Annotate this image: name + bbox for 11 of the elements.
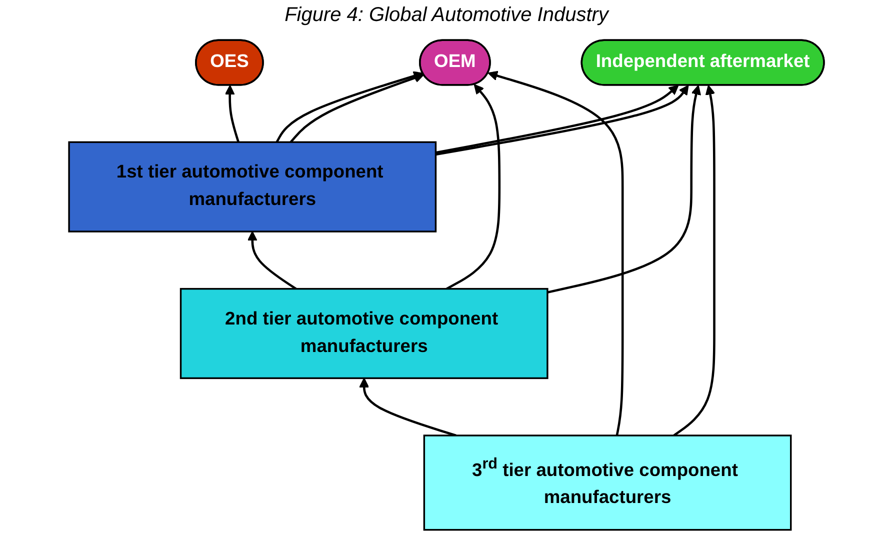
figure-title: Figure 4: Global Automotive Industry: [284, 4, 608, 27]
arrow: [673, 84, 716, 436]
arrow: [359, 378, 456, 437]
arrow: [547, 84, 702, 294]
arrow: [224, 84, 240, 142]
node-box: 1st tier automotive component manufacturers: [68, 141, 437, 232]
arrow: [446, 84, 501, 290]
node-box: 3$^{rd}$ tier automotive component manufacturers: [423, 434, 792, 531]
node-box: 2nd tier automotive component manufacturers: [180, 288, 548, 380]
arrow: [488, 70, 624, 436]
arrow: [247, 231, 297, 290]
